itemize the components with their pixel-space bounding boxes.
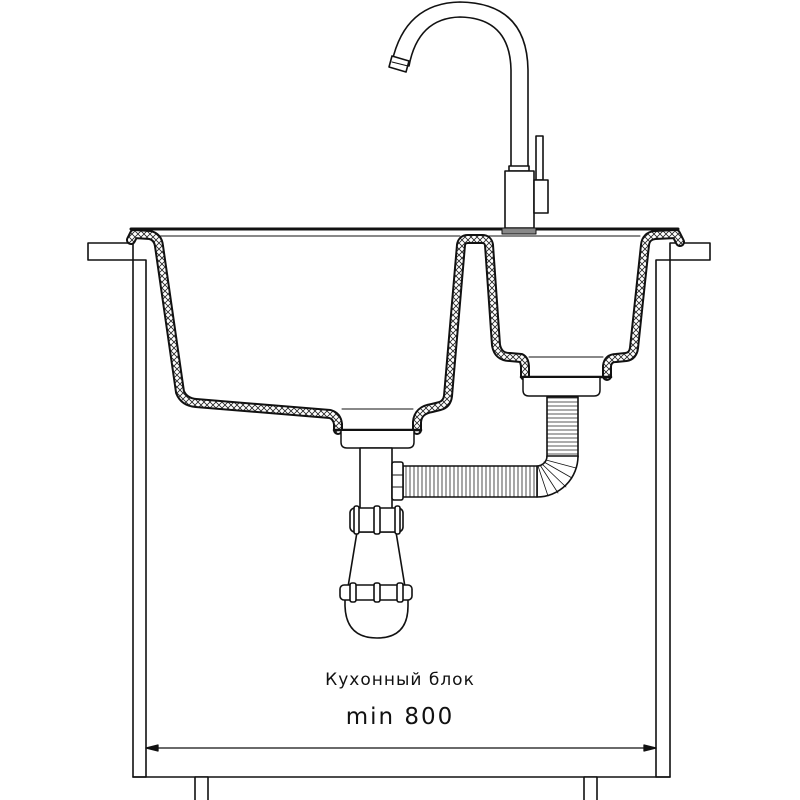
corrugated-bend <box>536 455 579 498</box>
faucet-spout <box>391 1 529 169</box>
cabinet-wall-right <box>655 259 671 778</box>
dimension-line <box>145 744 657 752</box>
countertop-left <box>87 242 134 261</box>
cabinet-foot-right <box>583 776 598 800</box>
faucet-lever-base <box>533 179 549 214</box>
faucet-lever-handle <box>535 135 544 181</box>
arrow-left-icon <box>145 744 159 752</box>
cabinet-foot-left <box>194 776 209 800</box>
siphon-trap-body <box>347 531 406 588</box>
sink-wall-section <box>126 229 685 435</box>
cabinet-min-width-label: min 800 <box>345 704 455 730</box>
faucet-body <box>504 170 535 229</box>
cabinet-label: Кухонный блок <box>325 670 475 690</box>
left-bowl-drain <box>332 408 423 449</box>
faucet-base-plate <box>501 227 537 235</box>
siphon <box>339 396 579 639</box>
overflow-corrugated-pipe-vertical <box>546 396 579 458</box>
arrow-right-icon <box>643 744 657 752</box>
faucet <box>388 1 549 235</box>
corrugated-pipe-horizontal <box>402 465 538 498</box>
siphon-side-nut <box>391 461 404 501</box>
kitchen-cabinet <box>87 242 711 800</box>
siphon-vertical-pipe <box>359 447 393 511</box>
cabinet-wall-left <box>132 259 147 778</box>
siphon-bowl <box>344 597 409 639</box>
countertop-right <box>669 242 711 261</box>
double-bowl-sink <box>126 227 685 449</box>
right-bowl-drain <box>519 356 613 397</box>
